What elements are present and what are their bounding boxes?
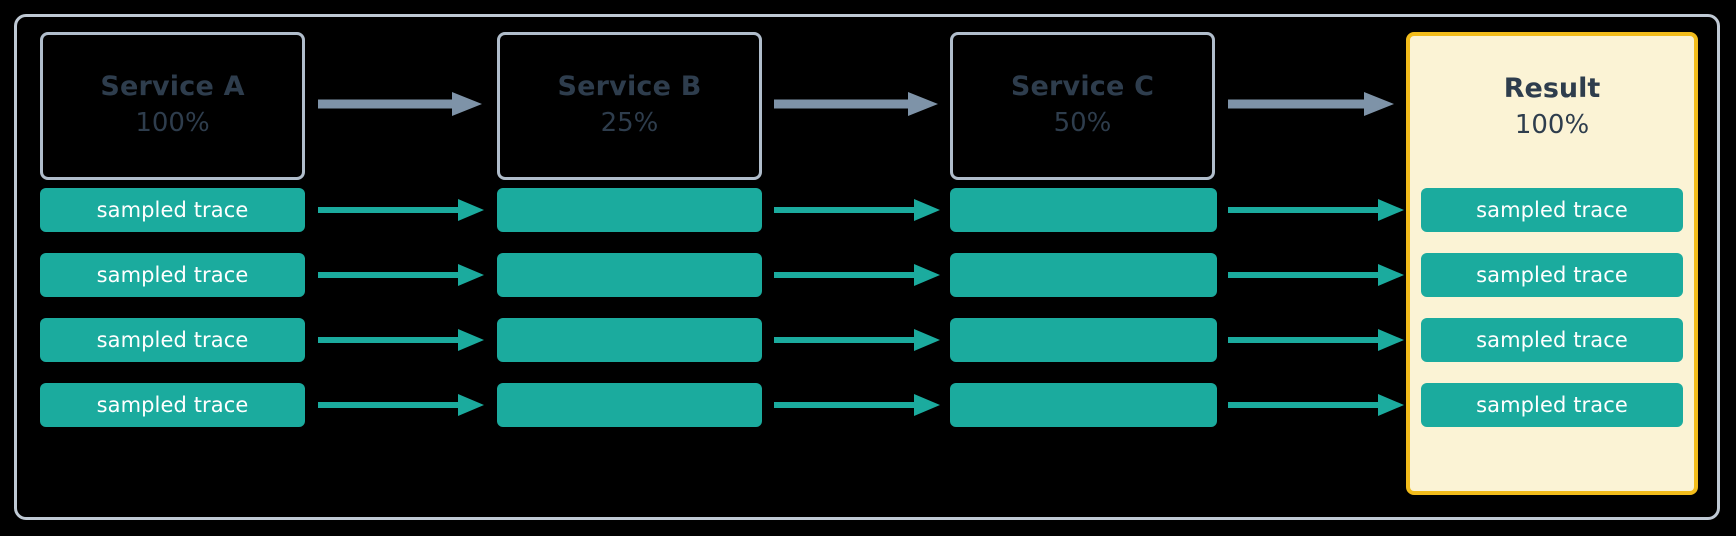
service-percent-label: 50% [1053,108,1112,139]
trace-bar-row1-result[interactable]: sampled trace [1421,188,1683,232]
trace-bar-row1-service-b[interactable] [497,188,762,232]
trace-bar-label: sampled trace [96,392,249,417]
service-box-service-c[interactable]: Service C 50% [950,32,1215,180]
arrow-right-icon-trace-row3-c-to-result [1228,329,1404,351]
trace-bar-row1-service-a[interactable]: sampled trace [40,188,305,232]
result-header: Result 100% [1410,36,1694,180]
arrow-right-icon-trace-row1-a-to-b [318,199,484,221]
diagram-outer-frame [14,14,1720,520]
arrow-right-icon-service-c-to-result [1228,92,1394,116]
arrow-right-icon-trace-row1-c-to-result [1228,199,1404,221]
arrow-right-icon-trace-row2-c-to-result [1228,264,1404,286]
trace-bar-row4-service-a[interactable]: sampled trace [40,383,305,427]
arrow-right-icon-service-a-to-b [318,92,482,116]
arrow-right-icon-trace-row3-a-to-b [318,329,484,351]
arrow-right-icon-trace-row4-a-to-b [318,394,484,416]
trace-bar-label: sampled trace [1476,392,1628,417]
result-percent-label: 100% [1514,110,1590,141]
trace-bar-row2-result[interactable]: sampled trace [1421,253,1683,297]
arrow-right-icon-trace-row2-a-to-b [318,264,484,286]
trace-bar-row1-service-c[interactable] [950,188,1217,232]
result-name-label: Result [1503,73,1601,105]
trace-bar-row2-service-b[interactable] [497,253,762,297]
trace-bar-row3-result[interactable]: sampled trace [1421,318,1683,362]
service-box-service-a[interactable]: Service A 100% [40,32,305,180]
arrow-right-icon-service-b-to-c [774,92,938,116]
service-name-label: Service C [1010,71,1155,103]
service-box-service-b[interactable]: Service B 25% [497,32,762,180]
trace-bar-label: sampled trace [96,262,249,287]
trace-bar-row2-service-c[interactable] [950,253,1217,297]
arrow-right-icon-trace-row4-b-to-c [774,394,940,416]
trace-bar-label: sampled trace [1476,327,1628,352]
service-name-label: Service A [100,71,245,103]
arrow-right-icon-trace-row3-b-to-c [774,329,940,351]
trace-bar-row3-service-b[interactable] [497,318,762,362]
service-percent-label: 100% [135,108,210,139]
trace-bar-label: sampled trace [96,327,249,352]
trace-bar-row4-result[interactable]: sampled trace [1421,383,1683,427]
service-percent-label: 25% [600,108,659,139]
trace-bar-row3-service-c[interactable] [950,318,1217,362]
trace-bar-row4-service-c[interactable] [950,383,1217,427]
trace-bar-row4-service-b[interactable] [497,383,762,427]
trace-bar-label: sampled trace [1476,262,1628,287]
trace-bar-label: sampled trace [96,197,249,222]
trace-bar-label: sampled trace [1476,197,1628,222]
trace-bar-row2-service-a[interactable]: sampled trace [40,253,305,297]
arrow-right-icon-trace-row4-c-to-result [1228,394,1404,416]
arrow-right-icon-trace-row1-b-to-c [774,199,940,221]
trace-bar-row3-service-a[interactable]: sampled trace [40,318,305,362]
arrow-right-icon-trace-row2-b-to-c [774,264,940,286]
service-name-label: Service B [557,71,702,103]
